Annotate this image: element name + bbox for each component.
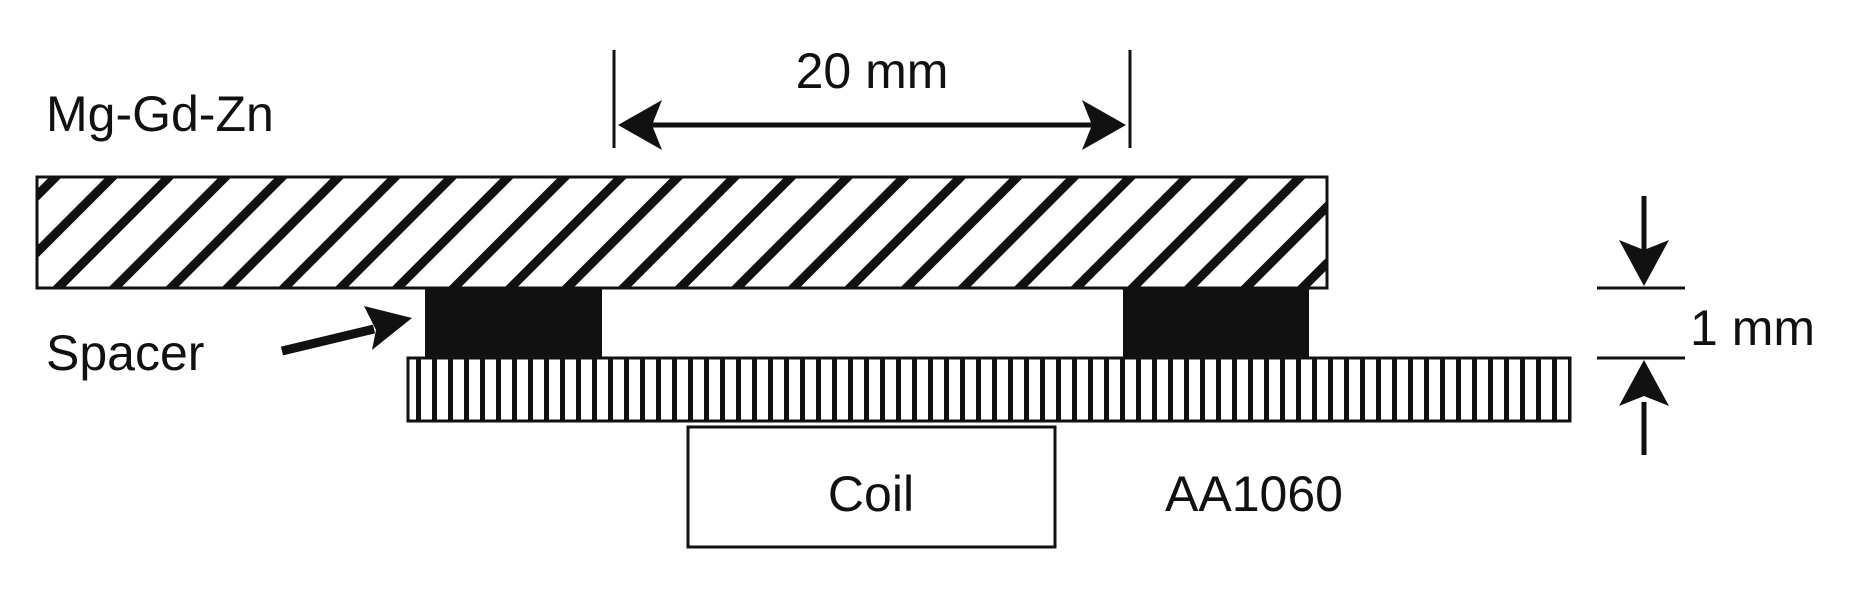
arrowhead-left-icon — [618, 100, 662, 150]
gap-dimension — [1597, 196, 1685, 455]
spacer-left — [425, 288, 602, 358]
driver-plate — [406, 356, 1572, 423]
width-dimension — [612, 50, 1132, 150]
flyer-material-label: Mg-Gd-Zn — [46, 86, 274, 142]
width-dimension-label: 20 mm — [796, 43, 949, 99]
arrow-down-icon — [1619, 240, 1669, 286]
arrow-up-icon — [1619, 360, 1669, 406]
pointer-arrowhead-icon — [364, 306, 412, 350]
arrowhead-right-icon — [1082, 100, 1126, 150]
spacer-pointer — [280, 306, 412, 356]
coil-label: Coil — [828, 466, 914, 522]
spacer-label: Spacer — [46, 325, 204, 381]
driver-material-label: AA1060 — [1165, 466, 1343, 522]
flyer-plate — [35, 175, 1329, 290]
spacer-right — [1123, 288, 1309, 358]
coil-box — [686, 425, 1057, 549]
gap-dimension-label: 1 mm — [1690, 300, 1815, 356]
